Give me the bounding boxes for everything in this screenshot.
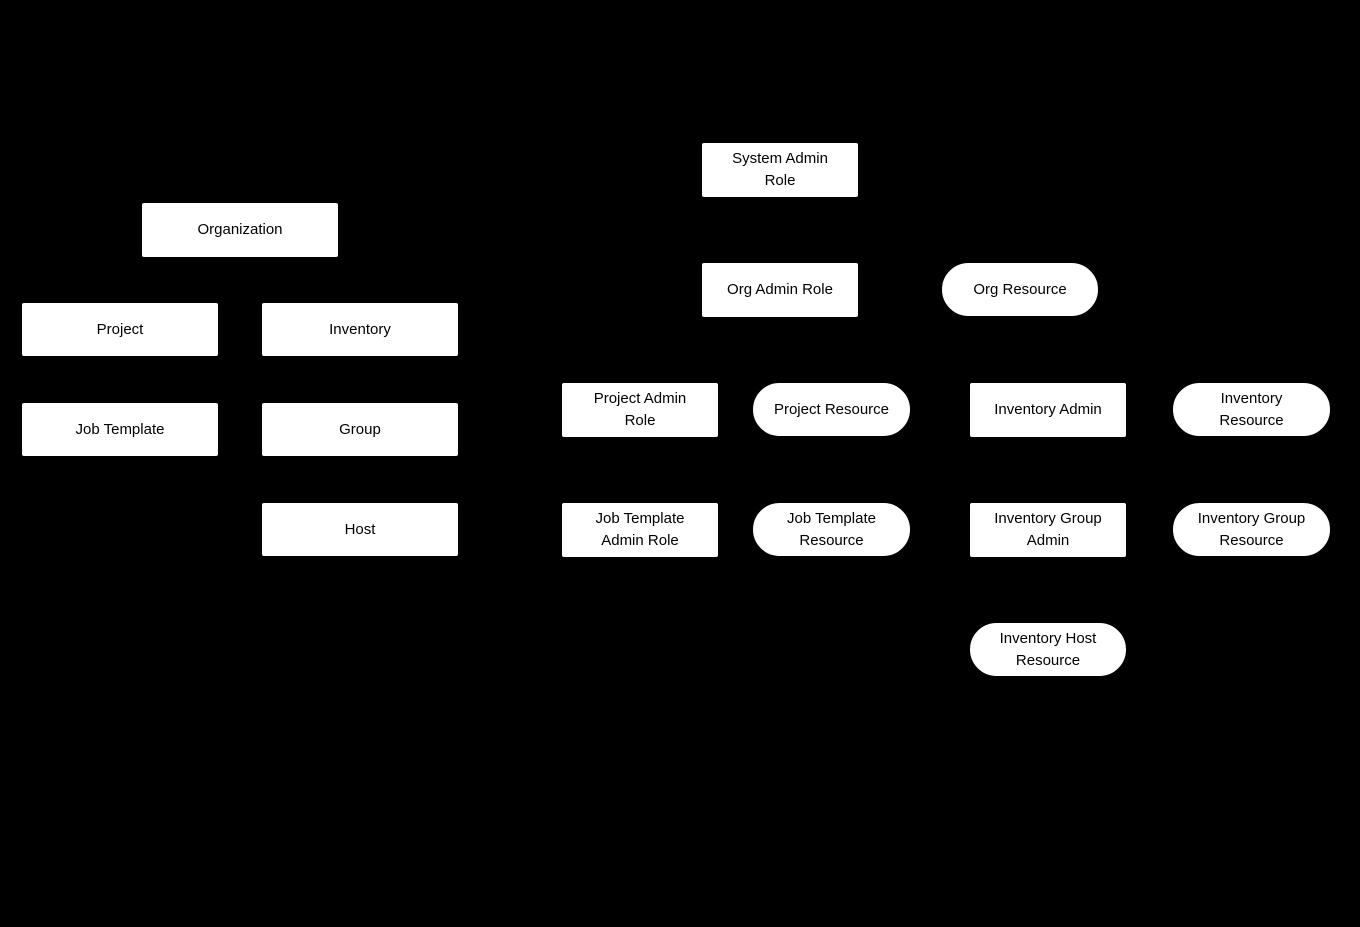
node-job-template-admin-role: Job Template Admin Role [561, 502, 719, 558]
node-job-template: Job Template [21, 402, 219, 457]
node-project-resource: Project Resource [752, 382, 911, 437]
node-inventory-group-admin: Inventory Group Admin [969, 502, 1127, 558]
node-organization: Organization [141, 202, 339, 258]
node-org-resource: Org Resource [941, 262, 1099, 317]
node-org-admin-role: Org Admin Role [701, 262, 859, 318]
node-inventory: Inventory [261, 302, 459, 357]
node-system-admin-role: System Admin Role [701, 142, 859, 198]
node-job-template-resource: Job Template Resource [752, 502, 911, 557]
node-inventory-resource: Inventory Resource [1172, 382, 1331, 437]
node-project: Project [21, 302, 219, 357]
node-project-admin-role: Project Admin Role [561, 382, 719, 438]
node-host: Host [261, 502, 459, 557]
node-inventory-group-resource: Inventory Group Resource [1172, 502, 1331, 557]
node-inventory-admin: Inventory Admin [969, 382, 1127, 438]
node-group: Group [261, 402, 459, 457]
node-inventory-host-resource: Inventory Host Resource [969, 622, 1127, 677]
